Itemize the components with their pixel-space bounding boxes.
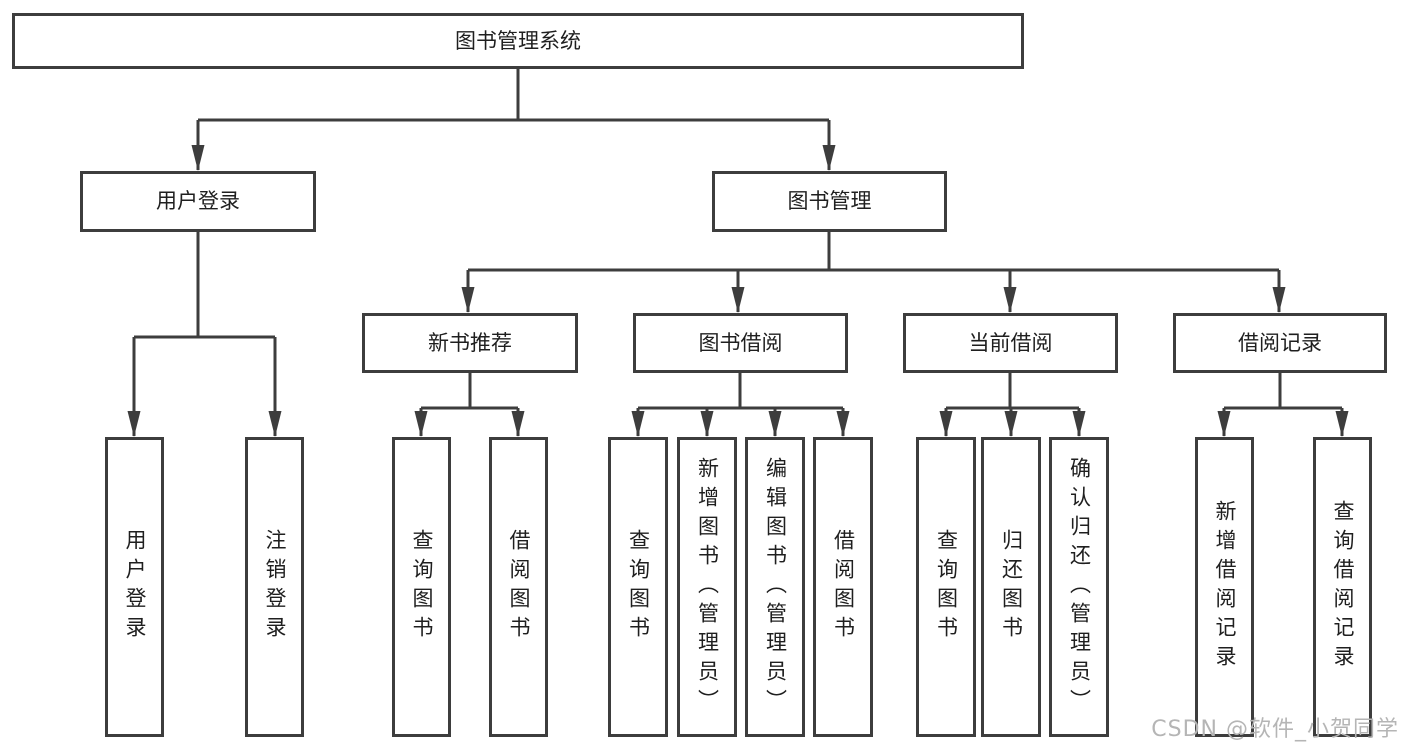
node-current-borrowing: 当前借阅 [903, 313, 1118, 373]
node-label: 用户登录 [156, 189, 240, 213]
node-label: 图书借阅 [698, 330, 783, 355]
node-label: 借阅图书 [831, 529, 856, 645]
leaf-edit-books-admin: 编辑图书（管理员） [745, 437, 805, 737]
leaf-borrow-books: 借阅图书 [813, 437, 873, 737]
node-label: 当前借阅 [968, 330, 1053, 355]
node-label: 新增借阅记录 [1213, 500, 1237, 674]
leaf-add-books-admin: 新增图书（管理员） [677, 437, 737, 737]
node-borrowing-records: 借阅记录 [1173, 313, 1387, 373]
node-label: 新书推荐 [428, 330, 512, 355]
node-label: 查询图书 [934, 529, 959, 645]
connector-user-login-to-leaves [127, 232, 282, 437]
leaf-borrow-books-recommend: 借阅图书 [489, 437, 548, 737]
node-label: 用户登录 [123, 529, 147, 645]
node-label: 注销登录 [263, 529, 287, 645]
connector-root-to-level2 [191, 69, 836, 171]
node-label: 确认归还（管理员） [1067, 456, 1092, 718]
node-user-login: 用户登录 [80, 171, 316, 232]
node-label: 图书管理 [787, 189, 872, 213]
node-book-management: 图书管理 [712, 171, 947, 232]
node-label: 新增图书（管理员） [695, 456, 720, 718]
leaf-add-borrow-record: 新增借阅记录 [1195, 437, 1254, 737]
node-label: 查询图书 [626, 529, 651, 645]
node-label: 借阅图书 [507, 529, 531, 645]
leaf-query-borrow-record: 查询借阅记录 [1313, 437, 1372, 737]
connector-new-book-recommend-to-leaves [414, 373, 525, 437]
leaf-query-books-current: 查询图书 [916, 437, 976, 737]
node-library-management-system: 图书管理系统 [12, 13, 1024, 69]
leaf-logout: 注销登录 [245, 437, 304, 737]
connector-book-borrowing-to-leaves [631, 373, 850, 437]
node-label: 查询图书 [410, 529, 434, 645]
node-label: 查询借阅记录 [1331, 500, 1355, 674]
connector-current-borrowing-to-leaves [939, 373, 1086, 437]
leaf-user-login: 用户登录 [105, 437, 164, 737]
node-new-book-recommend: 新书推荐 [362, 313, 578, 373]
node-label: 借阅记录 [1238, 330, 1322, 355]
watermark: CSDN @软件_小贺同学 [1151, 717, 1399, 742]
node-label: 编辑图书（管理员） [763, 456, 788, 718]
node-label: 图书管理系统 [455, 28, 581, 53]
connector-book-management-to-level3 [461, 232, 1286, 313]
node-label: 归还图书 [999, 529, 1024, 645]
leaf-query-books-recommend: 查询图书 [392, 437, 451, 737]
leaf-query-books-borrowing: 查询图书 [608, 437, 668, 737]
leaf-confirm-return-admin: 确认归还（管理员） [1049, 437, 1109, 737]
leaf-return-books: 归还图书 [981, 437, 1041, 737]
node-book-borrowing: 图书借阅 [633, 313, 848, 373]
connector-borrowing-records-to-leaves [1217, 373, 1349, 437]
